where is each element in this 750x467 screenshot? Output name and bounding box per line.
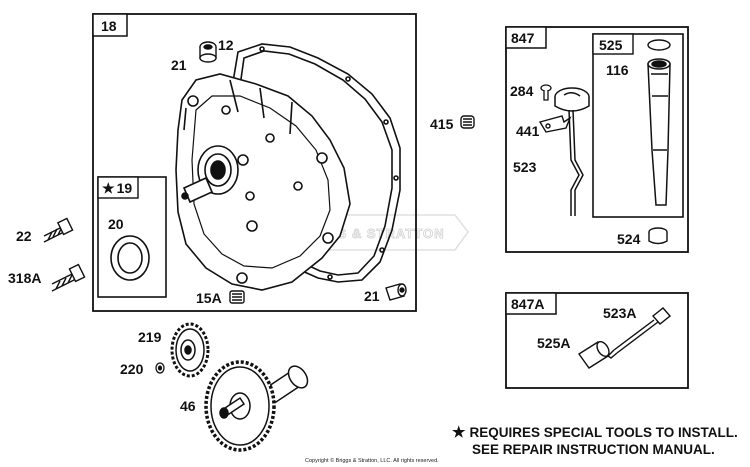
label-46: 46 xyxy=(180,398,196,414)
label-21-top: 21 xyxy=(171,57,187,73)
label-20: 20 xyxy=(108,216,124,232)
label-415: 415 xyxy=(430,116,454,132)
box-label-18: 18 xyxy=(101,18,117,34)
label-219: 219 xyxy=(138,329,162,345)
box-18: 18 xyxy=(92,13,417,312)
box-label-19: 19 xyxy=(117,180,133,196)
bolt-318a-illustration xyxy=(51,263,86,292)
label-12: 12 xyxy=(218,37,234,53)
camshaft-46-illustration xyxy=(204,360,309,452)
gear-219-illustration xyxy=(170,322,210,378)
label-15a: 15A xyxy=(196,290,222,306)
box-label-525: 525 xyxy=(599,37,623,53)
crankcase-cover-illustration xyxy=(175,73,351,291)
box-847a: 847A xyxy=(505,292,689,389)
label-220: 220 xyxy=(120,361,144,377)
oil-seal-illustration xyxy=(110,235,150,281)
label-524: 524 xyxy=(617,231,641,247)
label-284: 284 xyxy=(510,83,534,99)
washer-220-illustration xyxy=(155,362,165,374)
label-22: 22 xyxy=(16,228,32,244)
plug-12-illustration xyxy=(199,41,217,63)
copyright-text: Copyright © Briggs & Stratton, LLC. All … xyxy=(305,458,439,464)
plug-415-illustration xyxy=(460,115,475,129)
cap-524-illustration xyxy=(648,227,668,245)
dipstick-tube-illustration xyxy=(647,58,671,206)
box-525: 525 xyxy=(592,33,684,218)
label-116: 116 xyxy=(606,62,629,78)
tube-525a-illustration xyxy=(577,341,610,369)
label-318a: 318A xyxy=(8,270,41,286)
dipstick-523-illustration xyxy=(554,87,590,216)
bolt-22-illustration xyxy=(43,217,74,243)
screw-284-illustration xyxy=(540,84,552,101)
star-icon: ★ xyxy=(102,180,115,196)
plug-15a-illustration xyxy=(229,290,245,304)
special-tools-note: ★REQUIRES SPECIAL TOOLS TO INSTALL. SEE … xyxy=(452,424,738,458)
label-441: 441 xyxy=(516,123,540,139)
label-525a: 525A xyxy=(537,335,570,351)
note-line-1: REQUIRES SPECIAL TOOLS TO INSTALL. xyxy=(469,425,738,440)
svg-text:★19: ★19 xyxy=(102,180,132,196)
label-523a: 523A xyxy=(603,305,636,321)
o-ring-116-illustration xyxy=(647,39,671,51)
label-21-bottom: 21 xyxy=(364,288,380,304)
box-label-847: 847 xyxy=(511,30,535,46)
star-icon: ★ xyxy=(452,424,466,441)
dipstick-523a-illustration xyxy=(606,307,672,359)
box-847: 847 xyxy=(505,26,689,253)
box-label-847a: 847A xyxy=(511,296,544,312)
label-523: 523 xyxy=(513,159,537,175)
plug-21-illustration xyxy=(385,283,407,301)
note-line-2: SEE REPAIR INSTRUCTION MANUAL. xyxy=(472,442,715,457)
bracket-441-illustration xyxy=(538,115,572,133)
